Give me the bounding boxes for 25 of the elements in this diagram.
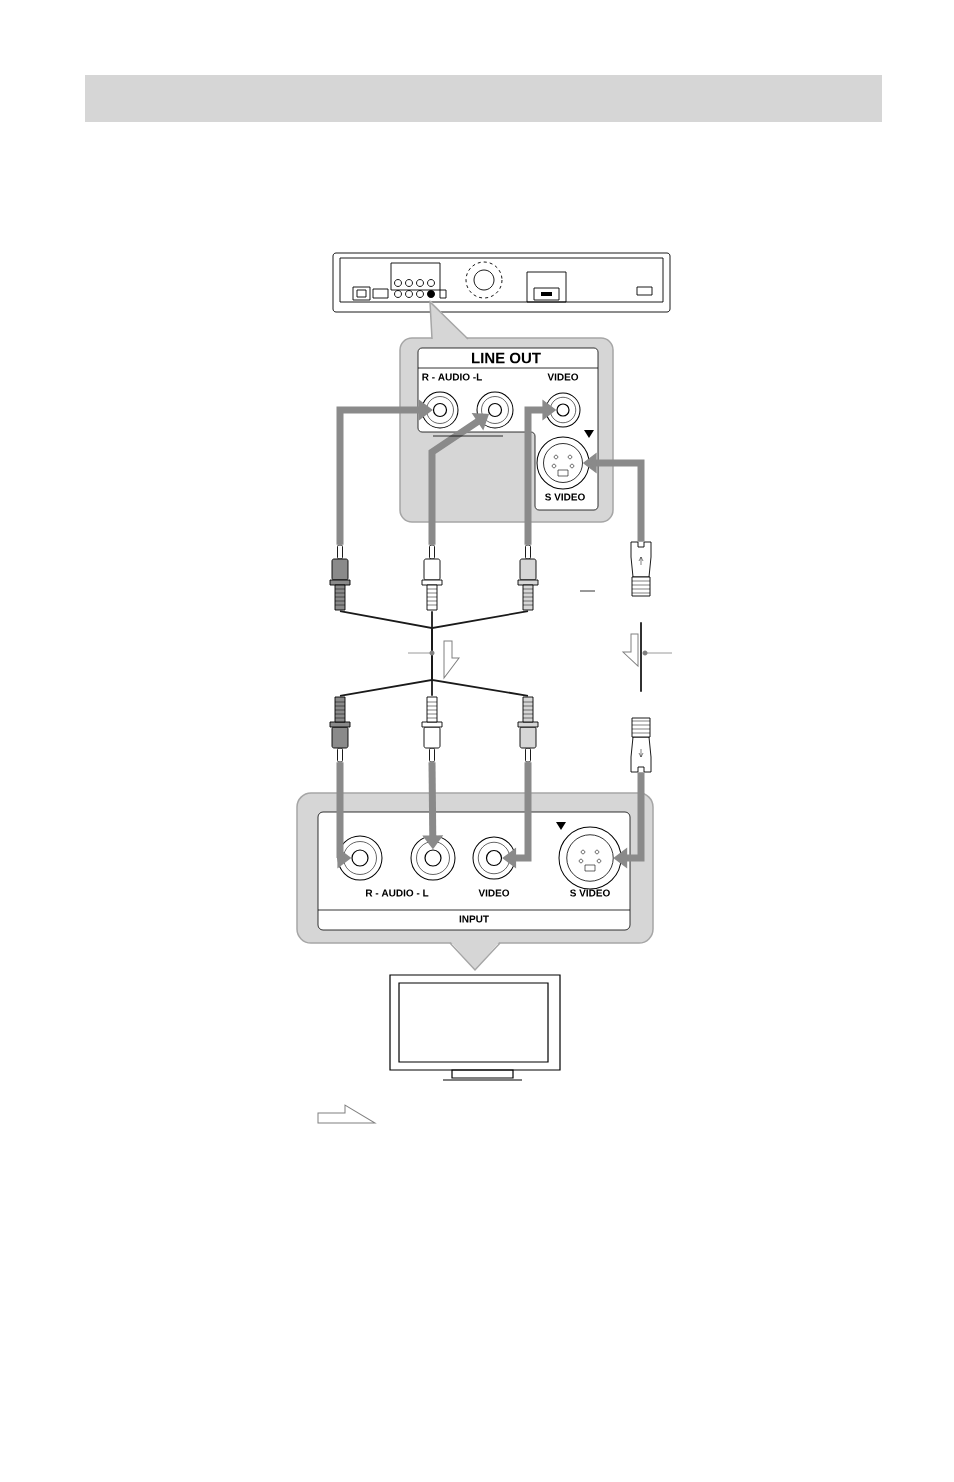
rca-plug [421, 696, 443, 763]
node-label: VIDEO [547, 373, 579, 381]
rca-plug [517, 696, 539, 763]
jack-label: R - AUDIO -L [422, 373, 482, 381]
s-video-plug [630, 541, 652, 597]
jack [337, 835, 383, 881]
rca-plug [517, 544, 539, 611]
jack: VIDEO [545, 373, 581, 428]
node-label: S VIDEO [570, 889, 610, 897]
jack [410, 835, 456, 881]
jack [421, 391, 459, 429]
jack: VIDEO [472, 836, 516, 897]
jack-label: R - AUDIO - L [366, 889, 429, 897]
rca-plug [329, 544, 351, 611]
rca-plug [329, 696, 351, 763]
cable [431, 610, 433, 697]
cable [339, 610, 433, 697]
cable [431, 610, 529, 697]
rca-plug [421, 544, 443, 611]
s-video-plug [630, 717, 652, 773]
cable [640, 621, 642, 693]
s-video-jack: S VIDEO [558, 826, 622, 897]
node-label: VIDEO [478, 889, 510, 897]
node-label: S VIDEO [545, 493, 585, 501]
s-video-jack: S VIDEO [536, 436, 590, 501]
